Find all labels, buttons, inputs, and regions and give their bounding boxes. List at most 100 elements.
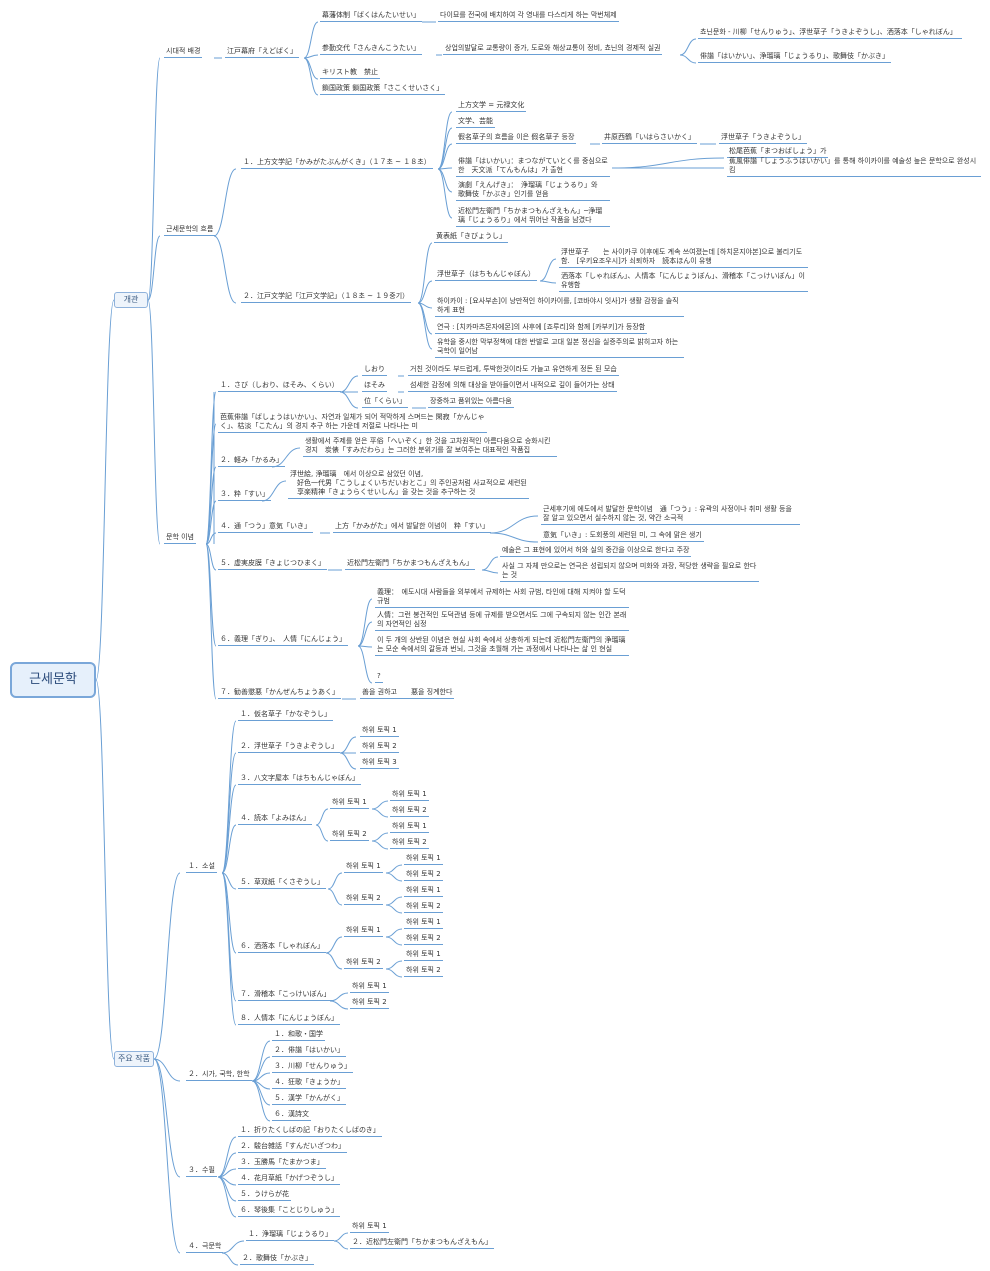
topic-k3a[interactable]: 井原西鶴「いはらさいかく」 — [602, 133, 697, 144]
topic-tsu_m[interactable]: 上方「かみがた」에서 발달한 이념이 粋「すい」 — [333, 522, 491, 533]
topic-sub2[interactable]: 하위 토픽 2 — [350, 998, 389, 1009]
topic-n4[interactable]: ４．読本「よみほん」 — [238, 814, 312, 825]
topic-giri_a[interactable]: 義理： 에도시대 사람들을 외부에서 규제하는 사회 규범, 타인에 대해 지켜… — [375, 588, 629, 608]
topic-d1b[interactable]: ２．近松門左衛門「ちかまつもんざえもん」 — [350, 1238, 494, 1249]
topic-e1[interactable]: 黄表紙「きびょうし」 — [434, 232, 508, 243]
topic-e2a[interactable]: 浮世草子 는 사이카쿠 이후에도 계속 쓰여졌는데 [하치몬지야본]으로 불리기… — [559, 248, 808, 268]
topic-shiori[interactable]: しおり — [362, 365, 387, 376]
topic-sub1[interactable]: 하위 토픽 1 — [404, 854, 443, 865]
topic-s4[interactable]: ４．花月草紙「かげつぞうし」 — [238, 1174, 340, 1185]
topic-sub1[interactable]: 하위 토픽 1 — [404, 918, 443, 929]
topic-e2b[interactable]: 洒落本「しゃれぼん」、人情本「にんじょうぼん」、滑稽本「こっけいぼん」이 유행함 — [559, 272, 808, 292]
topic-n5[interactable]: ５．草双紙「くさぞうし」 — [238, 878, 326, 889]
topic-flow[interactable]: 근세문학의 흐름 — [163, 225, 216, 236]
topic-k4b[interactable]: 蕉風俳諧「しょうふうはいかい」를 통해 하이카이를 예술성 높은 문학으로 완성… — [727, 157, 981, 177]
topic-sub1[interactable]: 하위 토픽 1 — [390, 790, 429, 801]
topic-p4[interactable]: ４．狂歌「きょうか」 — [272, 1078, 346, 1089]
topic-tsu_b[interactable]: 意気「いき」: 도회풍의 세련된 미, 그 속에 맑은 생기 — [541, 531, 704, 542]
topic-giri[interactable]: ６．義理「ぎり」、 人情「にんじょう」 — [218, 635, 348, 646]
topic-kanzen[interactable]: ７．勧善懲悪「かんぜんちょうあく」 — [218, 688, 341, 699]
topic-n2[interactable]: ２．浮世草子「うきよぞうし」 — [238, 742, 340, 753]
topic-s5[interactable]: ５．うけらが花 — [238, 1190, 291, 1201]
topic-sub1[interactable]: 하위 토픽 1 — [350, 982, 389, 993]
topic-sub1[interactable]: 하위 토픽 1 — [344, 926, 383, 937]
topic-d2[interactable]: ２．歌舞伎「かぶき」 — [240, 1254, 314, 1265]
topic-sabi[interactable]: １．さび（しおり、ほそみ、くらい） — [218, 381, 341, 392]
topic-kurai_d[interactable]: 장중하고 품위있는 아름다움 — [428, 397, 514, 408]
topic-sub1[interactable]: 하위 토픽 1 — [404, 886, 443, 897]
topic-kurai[interactable]: 位「くらい」 — [362, 397, 408, 408]
topic-karumi[interactable]: ２．軽み「かるみ」 — [218, 456, 285, 467]
topic-sub1[interactable]: 하위 토픽 1 — [360, 726, 399, 737]
topic-sui_d[interactable]: 浮世絵, 浄瑠璃 에서 이상으로 삼았던 이념, 好色一代男「こうしょくいちだい… — [288, 470, 529, 499]
topic-kyojitsu_a[interactable]: 예술은 그 표현에 있어서 허와 실의 중간을 이상으로 한다고 주장 — [499, 546, 692, 557]
topic-shiori_d[interactable]: 거친 것이라도 부드럽게, 투박한것이라도 가늘고 유연하게 정돈 된 모습 — [408, 365, 619, 376]
topic-n7[interactable]: ７．滑稽本「こっけいぼん」 — [238, 990, 333, 1001]
topic-sub3[interactable]: 하위 토픽 3 — [360, 758, 399, 769]
root-topic[interactable]: 근세문학 — [10, 662, 96, 698]
topic-hosomi_d[interactable]: 섬세한 감정에 의해 대상을 받아들이면서 내적으로 깊이 들어가는 상태 — [408, 381, 617, 392]
topic-n6[interactable]: ６．洒落本「しゃれぼん」 — [238, 942, 326, 953]
topic-basho_d[interactable]: 芭蕉俳諧「ばしょうはいかい」、자연과 일체가 되어 적막하게 스며드는 閑寂「か… — [218, 413, 487, 433]
topic-giri_d[interactable]: ? — [375, 672, 383, 683]
topic-k4a[interactable]: 松尾芭蕉「まつおばしょう」가 — [726, 147, 829, 158]
topic-haikai1[interactable]: 俳諧「はいかい」、浄瑠璃「じょうるり」、歌舞伎「かぶき」 — [698, 52, 891, 63]
topic-sub2[interactable]: 하위 토픽 2 — [344, 958, 383, 969]
topic-sui[interactable]: ３．粋「すい」 — [218, 490, 271, 501]
topic-kanzen_d[interactable]: 善을 권하고 悪을 징계한다 — [359, 688, 455, 699]
topic-k5[interactable]: 演劇「えんげき」： 浄瑠璃「じょうるり」와 歌舞伎「かぶき」인기를 얻음 — [456, 181, 610, 201]
topic-n8[interactable]: ８．人情本「にんじょうぼん」 — [238, 1014, 340, 1025]
topic-sub2[interactable]: 하위 토픽 2 — [404, 870, 443, 881]
topic-sakoku[interactable]: 鎖国政策 鎖国政策「さこくせいさく」 — [319, 84, 446, 95]
topic-p1[interactable]: １．和歌・国学 — [272, 1030, 325, 1041]
topic-kyojitsu[interactable]: ５．虚実皮膜「きょじつひまく」 — [218, 559, 327, 570]
topic-s2[interactable]: ２．駿台雑話「すんだいざつわ」 — [238, 1142, 347, 1153]
topic-k4[interactable]: 俳諧「はいかい」：まつながていとく를 중심으로 한 天文派「てんもんは」가 출현 — [456, 157, 610, 177]
topic-sub1[interactable]: 하위 토픽 1 — [390, 822, 429, 833]
topic-k2[interactable]: 文学、芸能 — [456, 117, 495, 128]
topic-d1[interactable]: １．浄瑠璃「じょうるり」 — [246, 1230, 334, 1241]
topic-giri_b[interactable]: 人情：그런 봉건적인 도덕관념 등에 규제를 받으면서도 그에 구속되지 않는 … — [375, 611, 629, 631]
topic-s1[interactable]: １．折りたくしばの記「おりたくしばのき」 — [238, 1126, 382, 1137]
topic-n1[interactable]: １．仮名草子「かなぞうし」 — [238, 710, 333, 721]
topic-e2[interactable]: 浮世草子（はちもんじゃぼん） — [435, 270, 537, 281]
main-topic-works[interactable]: 주요 작품 — [114, 1051, 154, 1067]
topic-k3b[interactable]: 浮世草子「うきよぞうし」 — [719, 133, 807, 144]
topic-n3[interactable]: ３．八文字屋本「はちもんじゃぼん」 — [238, 774, 361, 785]
topic-kyojitsu_m[interactable]: 近松門左衛門「ちかまつもんざえもん」 — [345, 559, 475, 570]
topic-sub2[interactable]: 하위 토픽 2 — [404, 934, 443, 945]
topic-e3[interactable]: 하이카이 : [요사부손]이 낭만적인 하이카이를, [코바야시 잇사]가 생활… — [435, 297, 684, 317]
topic-k6[interactable]: 近松門左衛門「ちかまつもんざえもん」─浄瑠璃「じょうるり」에서 뛰어난 작품을 … — [456, 207, 610, 227]
topic-sub1[interactable]: 하위 토픽 1 — [330, 798, 369, 809]
topic-bg[interactable]: 시대적 배경 — [163, 47, 203, 58]
topic-k1[interactable]: 上方文学 = 元禄文化 — [455, 101, 527, 112]
topic-idea[interactable]: 문학 이념 — [164, 533, 196, 544]
topic-sub2[interactable]: 하위 토픽 2 — [390, 838, 429, 849]
topic-sankin[interactable]: 参勤交代「さんきんこうたい」 — [320, 44, 422, 55]
topic-kyojitsu_b[interactable]: 사실 그 자체 만으로는 연극은 성립되지 않으며 미화와 과장, 적당한 생략… — [500, 562, 759, 582]
topic-kirisuto[interactable]: キリスト教 禁止 — [320, 68, 380, 79]
topic-kamigata[interactable]: １．上方文学記「かみがたぶんがくき」（１７초 ~ １８초） — [241, 158, 433, 169]
topic-essay[interactable]: ３．수필 — [186, 1166, 217, 1177]
topic-sub2[interactable]: 하위 토픽 2 — [404, 902, 443, 913]
topic-drama[interactable]: ４．극문학 — [185, 1242, 224, 1253]
topic-sub2[interactable]: 하위 토픽 2 — [390, 806, 429, 817]
topic-edo[interactable]: 江戸幕府「えどばく」 — [225, 47, 299, 58]
topic-edobun[interactable]: ２．江戸文学記「江戸文学記」（１８초 ~ １９중기） — [240, 292, 412, 303]
topic-tsu[interactable]: ４．通「つう」意気「いき」 — [218, 522, 313, 533]
topic-d1a[interactable]: 하위 토픽 1 — [350, 1222, 389, 1233]
topic-hosomi[interactable]: ほそみ — [362, 381, 387, 392]
topic-p6[interactable]: ６．漢詩文 — [272, 1110, 311, 1121]
topic-sub2[interactable]: 하위 토픽 2 — [360, 742, 399, 753]
topic-sub2[interactable]: 하위 토픽 2 — [330, 830, 369, 841]
main-topic-overview[interactable]: 개관 — [114, 292, 148, 308]
topic-poetry[interactable]: ２．시가, 국학, 한학 — [186, 1070, 252, 1081]
topic-karumi_d[interactable]: 생활에서 주제를 얻은 平俗「へいぞく」한 것을 고차원적인 아름다움으로 승화… — [303, 437, 557, 457]
topic-sub1[interactable]: 하위 토픽 1 — [344, 862, 383, 873]
topic-novel[interactable]: １．소설 — [186, 862, 217, 873]
topic-e4[interactable]: 연극 : [치카마츠몬자에몬]의 사후에 [죠루리]와 함께 [카부키]가 등장… — [434, 323, 648, 334]
topic-p5[interactable]: ５．漢学「かんがく」 — [272, 1094, 346, 1105]
topic-giri_c[interactable]: 이 두 개의 상반된 이념은 현실 사회 속에서 상충하게 되는데 近松門左衛門… — [375, 636, 629, 656]
topic-p3[interactable]: ３．川柳「せんりゅう」 — [272, 1062, 353, 1073]
topic-k3[interactable]: 假名草子의 흐름을 이은 假名草子 등장 — [455, 133, 577, 144]
